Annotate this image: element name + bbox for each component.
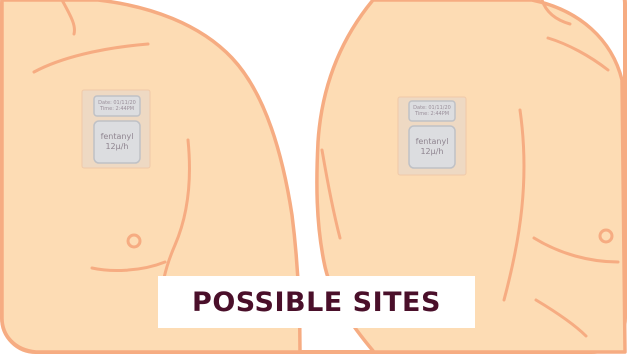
front-patch-drug-name: fentanyl [101, 132, 134, 142]
caption-title: POSSIBLE SITES [192, 287, 441, 318]
front-patch-dose: 12µ/h [105, 142, 128, 152]
front-patch-time: Time: 2:44PM [100, 106, 134, 112]
front-patch-drug: fentanyl 12µ/h [94, 121, 140, 163]
side-patch-time: Time: 2:44PM [415, 111, 449, 117]
side-patch-date-time: Date: 01/11/20 Time: 2:44PM [409, 101, 455, 121]
side-patch-drug-name: fentanyl [416, 137, 449, 147]
side-patch-drug: fentanyl 12µ/h [409, 126, 455, 168]
side-patch-dose: 12µ/h [420, 147, 443, 157]
caption-box: POSSIBLE SITES [158, 276, 475, 328]
front-patch-date-time: Date: 01/11/20 Time: 2:44PM [94, 96, 140, 116]
